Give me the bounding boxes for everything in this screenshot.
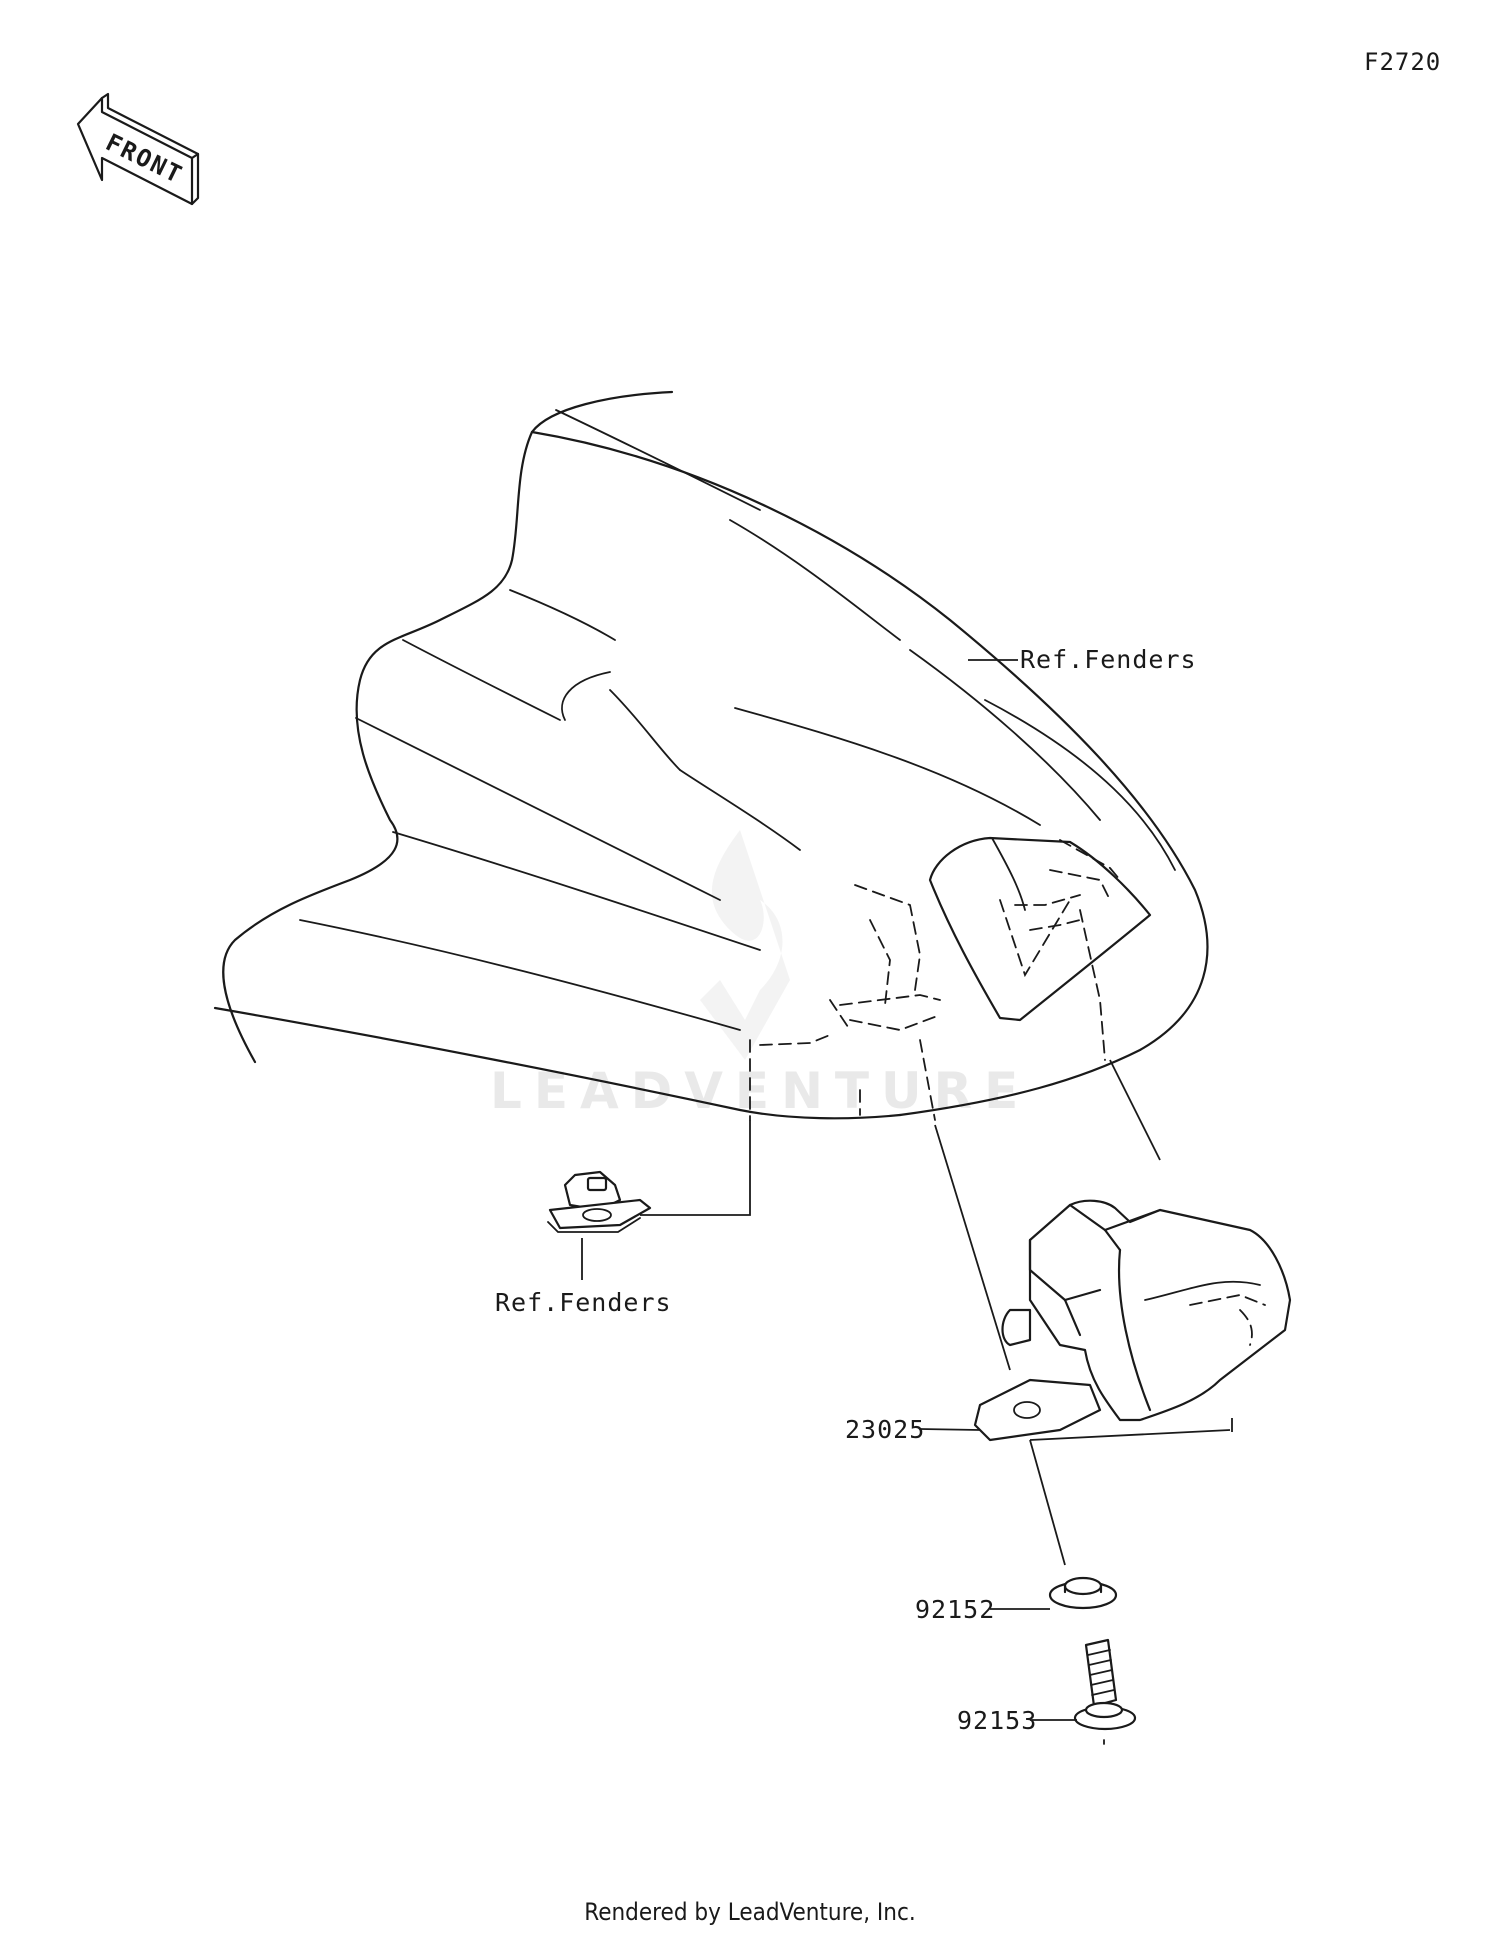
front-arrow: FRONT	[76, 92, 200, 206]
figure-number: F2720	[1364, 48, 1442, 76]
rear-fender-outline	[213, 390, 1209, 1120]
tail-light-assembly	[973, 1199, 1292, 1442]
callout-part-23025: 23025	[845, 1415, 926, 1444]
grommet-part	[1048, 1576, 1118, 1610]
callout-part-92152: 92152	[915, 1595, 996, 1624]
callout-ref-fenders-clip: Ref.Fenders	[495, 1288, 672, 1317]
footer-credit: Rendered by LeadVenture, Inc.	[584, 1898, 916, 1926]
callout-leaders	[581, 659, 1077, 1721]
screw-part	[1073, 1638, 1137, 1745]
watermark-logo	[700, 830, 790, 1060]
callout-part-92153: 92153	[957, 1706, 1038, 1735]
assembly-guide-lines	[640, 899, 1233, 1566]
callout-ref-fenders-top: Ref.Fenders	[1020, 645, 1197, 674]
clip-nut-part	[547, 1170, 652, 1233]
